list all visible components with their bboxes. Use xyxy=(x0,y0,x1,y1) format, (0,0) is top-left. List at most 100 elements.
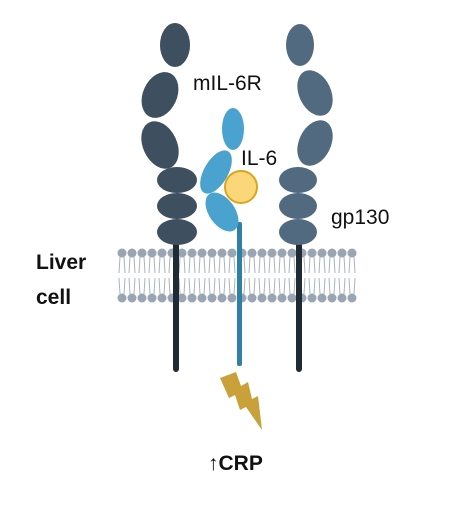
lipid-tail xyxy=(263,256,266,274)
lipid-tail xyxy=(258,256,261,274)
lipid-tail xyxy=(193,277,196,295)
lipid-head xyxy=(157,293,167,303)
lipid-tail xyxy=(348,277,351,295)
lipid-tail xyxy=(313,277,316,295)
lipid-tail xyxy=(353,277,356,295)
label-crp: ↑CRP xyxy=(208,452,263,475)
lipid-tail xyxy=(188,256,191,274)
lipid-head xyxy=(137,293,147,303)
il6r-domain-1 xyxy=(222,108,244,150)
lipid-head xyxy=(147,248,157,258)
lipid-tail xyxy=(278,256,281,274)
lipid-tail xyxy=(208,256,211,274)
lipid-tail xyxy=(338,256,341,274)
lipid-tail xyxy=(333,256,336,274)
gp130-left-stalk xyxy=(173,240,179,372)
lipid-tail xyxy=(158,256,161,274)
lipid-head xyxy=(177,293,187,303)
il6r-stalk xyxy=(237,222,242,366)
lipid-tail xyxy=(228,256,231,274)
lipid-head xyxy=(327,248,337,258)
lipid-tail xyxy=(218,277,221,295)
lipid-head xyxy=(247,248,257,258)
lipid-tail xyxy=(308,256,311,274)
il6r-domain-2 xyxy=(200,150,232,194)
lipid-tail xyxy=(323,256,326,274)
gp130-left-domain-4 xyxy=(157,167,197,193)
lipid-tail xyxy=(293,277,296,295)
lipid-tail xyxy=(313,256,316,274)
lipid-head xyxy=(287,293,297,303)
lipid-tail xyxy=(118,277,121,295)
lipid-tail xyxy=(328,256,331,274)
lipid-head xyxy=(287,248,297,258)
lipid-tail xyxy=(288,277,291,295)
gp130-right-domain-1 xyxy=(286,24,314,66)
lipid-head xyxy=(337,293,347,303)
lipid-head xyxy=(247,293,257,303)
lipid-tail xyxy=(348,256,351,274)
il6-ligand xyxy=(224,170,258,204)
lipid-tail xyxy=(198,277,201,295)
lipid-head xyxy=(337,248,347,258)
lipid-head xyxy=(207,248,217,258)
lipid-head xyxy=(217,248,227,258)
lipid-tail xyxy=(248,256,251,274)
lipid-tail xyxy=(293,256,296,274)
gp130-right-domain-5 xyxy=(279,193,317,219)
lipid-tail xyxy=(148,256,151,274)
lipid-tail xyxy=(133,256,136,274)
lipid-tail xyxy=(273,277,276,295)
lipid-tail xyxy=(323,277,326,295)
lipid-tail xyxy=(263,277,266,295)
lipid-tail xyxy=(318,277,321,295)
lipid-head xyxy=(307,293,317,303)
lipid-head xyxy=(147,293,157,303)
lipid-tail xyxy=(228,277,231,295)
lipid-tail xyxy=(268,277,271,295)
lipid-head xyxy=(187,293,197,303)
lipid-tail xyxy=(213,277,216,295)
label-gp130: gp130 xyxy=(331,206,390,229)
lipid-head xyxy=(157,248,167,258)
lipid-tail xyxy=(278,277,281,295)
lipid-tail xyxy=(128,277,131,295)
lipid-tail xyxy=(193,256,196,274)
label-liver-cell: Liver cell xyxy=(36,245,86,315)
gp130-right-domain-3 xyxy=(297,120,333,166)
il6r-receptor xyxy=(200,108,244,232)
lipid-tail xyxy=(123,277,126,295)
lipid-tail xyxy=(138,277,141,295)
lipid-tail xyxy=(163,256,166,274)
lipid-tail xyxy=(338,277,341,295)
label-mil6r: mIL-6R xyxy=(193,72,262,95)
lipid-tail xyxy=(353,256,356,274)
lipid-tail xyxy=(273,256,276,274)
lipid-tail xyxy=(223,277,226,295)
lipid-tail xyxy=(168,256,171,274)
gp130-right-domain-2 xyxy=(297,70,333,116)
lipid-head xyxy=(127,248,137,258)
lipid-tail xyxy=(303,256,306,274)
gp130-left-receptor xyxy=(141,23,197,245)
lipid-tail xyxy=(183,256,186,274)
lipid-tail xyxy=(208,277,211,295)
lipid-head xyxy=(197,248,207,258)
lipid-tail xyxy=(158,277,161,295)
lipid-tail xyxy=(178,256,181,274)
lipid-tail xyxy=(343,277,346,295)
lipid-tail xyxy=(283,256,286,274)
lipid-tail xyxy=(133,277,136,295)
lipid-tail xyxy=(138,256,141,274)
lipid-tail xyxy=(343,256,346,274)
lipid-head xyxy=(207,293,217,303)
lipid-tail xyxy=(198,256,201,274)
lipid-head xyxy=(267,293,277,303)
lipid-tail xyxy=(118,256,121,274)
lipid-tail xyxy=(318,256,321,274)
lipid-tail xyxy=(258,277,261,295)
lipid-tail xyxy=(143,277,146,295)
lipid-head xyxy=(127,293,137,303)
